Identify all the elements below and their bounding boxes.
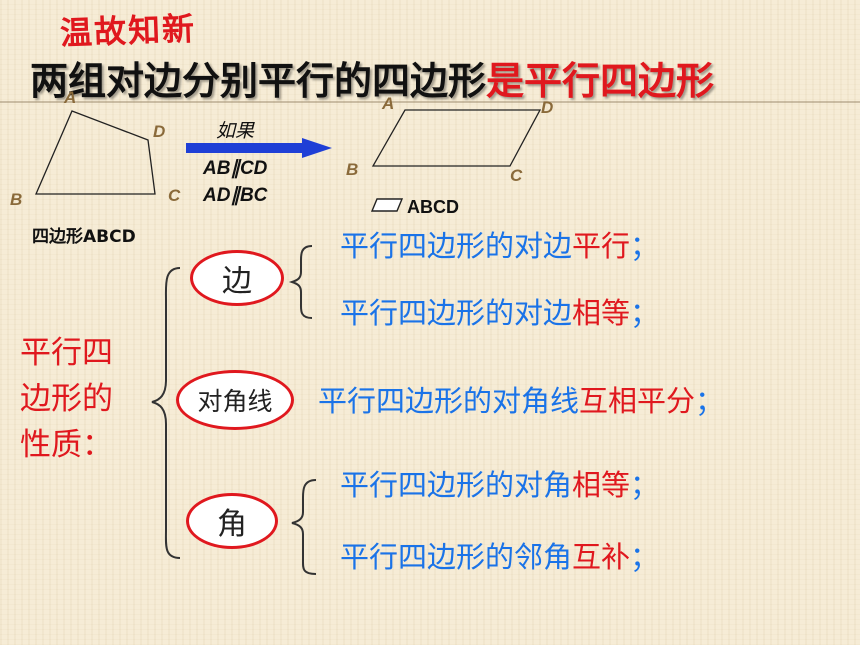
side-category-oval: 边 bbox=[190, 250, 284, 306]
property-text: 平行四边形的邻角 bbox=[340, 540, 573, 574]
property-keyword: 相等 bbox=[572, 468, 631, 502]
diagonal-category-oval: 对角线 bbox=[176, 370, 294, 430]
property-text: 平行四边形的对边 bbox=[340, 296, 573, 330]
quadrilateral-caption: 四边形ABCD bbox=[32, 227, 136, 247]
property-punct: ； bbox=[630, 468, 660, 502]
property-keyword: 互补 bbox=[572, 540, 631, 574]
property-keyword: 互相平分 bbox=[579, 384, 696, 418]
property-keyword: 平行 bbox=[572, 229, 631, 263]
quadrilateral-shape bbox=[35, 110, 156, 195]
condition-1: AB∥CD bbox=[203, 158, 268, 179]
group-title-line-2: 边形的 bbox=[20, 381, 113, 417]
parallelogram-symbol-icon bbox=[370, 198, 404, 212]
group-title-line-1: 平行四 bbox=[20, 335, 113, 371]
angle-brace bbox=[291, 479, 317, 575]
property-punct: ； bbox=[695, 384, 725, 418]
properties-group-title: 平行四 边形的 性质： bbox=[20, 330, 113, 468]
vertex-c-right: C bbox=[510, 166, 523, 185]
property-punct: ； bbox=[630, 229, 660, 263]
property-opposite-sides-equal: 平行四边形的对边相等； bbox=[340, 290, 659, 332]
property-text: 平行四边形的对角线 bbox=[318, 384, 580, 418]
vertex-b-left: B bbox=[10, 190, 23, 209]
property-diagonals-bisect: 平行四边形的对角线互相平分； bbox=[318, 378, 724, 420]
property-punct: ； bbox=[630, 540, 660, 574]
vertex-d-right: D bbox=[541, 98, 554, 117]
side-brace bbox=[288, 245, 313, 319]
page-title: 两组对边分别平行的四边形是平行四边形 bbox=[30, 50, 714, 105]
arrow-head bbox=[302, 138, 332, 158]
vertex-c-left: C bbox=[168, 186, 181, 205]
angle-category-label: 角 bbox=[217, 507, 247, 542]
diagonal-category-label: 对角线 bbox=[197, 387, 273, 416]
property-text: 平行四边形的对边 bbox=[340, 229, 573, 263]
title-black-part: 两组对边分别平行的四边形 bbox=[30, 59, 487, 103]
arrow-shaft bbox=[186, 143, 304, 153]
property-opposite-sides-parallel: 平行四边形的对边平行； bbox=[340, 223, 659, 265]
divider bbox=[0, 101, 860, 103]
condition-2: AD∥BC bbox=[203, 185, 268, 206]
side-category-label: 边 bbox=[222, 264, 252, 299]
property-punct: ； bbox=[630, 296, 660, 330]
property-keyword: 相等 bbox=[572, 296, 631, 330]
arrow-label: 如果 bbox=[216, 120, 255, 142]
vertex-a-right: A bbox=[382, 94, 395, 113]
outer-brace bbox=[151, 267, 181, 559]
vertex-d-left: D bbox=[153, 122, 166, 141]
title-red-part: 是平行四边形 bbox=[486, 59, 715, 103]
vertex-b-right: B bbox=[346, 160, 359, 179]
group-title-line-3: 性质： bbox=[20, 427, 113, 463]
vertex-a-left: A bbox=[64, 88, 77, 107]
parallelogram-caption: ABCD bbox=[407, 197, 459, 217]
angle-category-oval: 角 bbox=[186, 493, 278, 549]
property-opposite-angles-equal: 平行四边形的对角相等； bbox=[340, 462, 659, 504]
parallelogram-shape bbox=[371, 109, 542, 167]
property-text: 平行四边形的对角 bbox=[340, 468, 573, 502]
property-adjacent-angles-supplementary: 平行四边形的邻角互补； bbox=[340, 534, 659, 576]
